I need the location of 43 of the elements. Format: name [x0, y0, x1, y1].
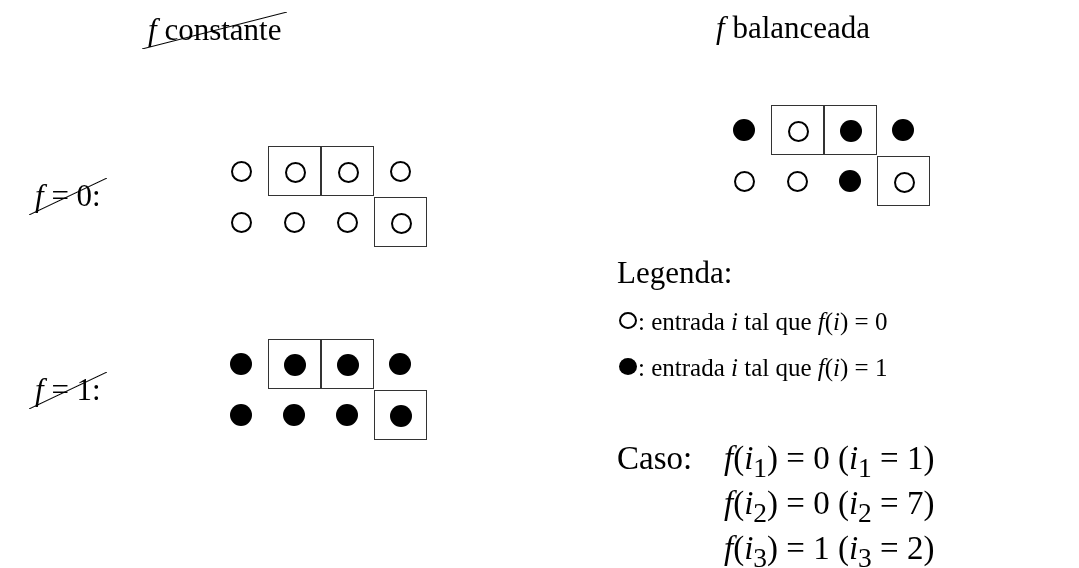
formula: f(i$_{2}$) = 0 (i$_{2}$ = 7) — [724, 487, 935, 527]
hollow-circle — [390, 212, 412, 234]
solid-dot — [840, 120, 862, 142]
legend-text: : entrada i tal que f(i) = 0 — [638, 309, 888, 334]
row-label: f = 0: — [29, 178, 107, 215]
solid-dot — [336, 404, 358, 426]
hollow-circle — [733, 170, 755, 192]
hollow-circle — [230, 211, 252, 233]
outline-box — [876, 156, 930, 206]
solid-dot — [230, 353, 252, 375]
legend-text: : entrada i tal que f(i) = 1 — [638, 355, 888, 380]
solid-dot — [389, 353, 411, 375]
solid-dot — [230, 404, 252, 426]
row-label: f = 1: — [29, 372, 107, 409]
hollow-circle — [336, 211, 358, 233]
outline-box — [373, 390, 427, 440]
hollow-circle — [230, 160, 252, 182]
outline-box — [267, 146, 321, 196]
outline-box — [823, 105, 877, 155]
formula: f(i$_{3}$) = 1 (i$_{3}$ = 2) — [724, 532, 935, 568]
solid-dot — [284, 354, 306, 376]
hollow-circle — [786, 170, 808, 192]
outline-box — [267, 339, 321, 389]
hollow-circle — [893, 171, 915, 193]
solid-dot — [733, 119, 755, 141]
formula: f(i$_{1}$) = 0 (i$_{1}$ = 1) — [724, 442, 935, 482]
solid-dot — [337, 354, 359, 376]
hollow-circle — [284, 161, 306, 183]
outline-box — [320, 339, 374, 389]
legend-heading: Legenda: — [617, 257, 733, 288]
hollow-circle — [787, 120, 809, 142]
outline-box — [320, 146, 374, 196]
heading: f balanceada — [716, 12, 871, 43]
solid-dot — [892, 119, 914, 141]
solid-dot — [283, 404, 305, 426]
hollow-circle — [337, 161, 359, 183]
hollow-circle — [283, 211, 305, 233]
solid-dot — [839, 170, 861, 192]
outline-box — [770, 105, 824, 155]
case-label: Caso: — [617, 442, 693, 475]
outline-box — [373, 197, 427, 247]
hollow-circle — [389, 160, 411, 182]
solid-dot — [390, 405, 412, 427]
